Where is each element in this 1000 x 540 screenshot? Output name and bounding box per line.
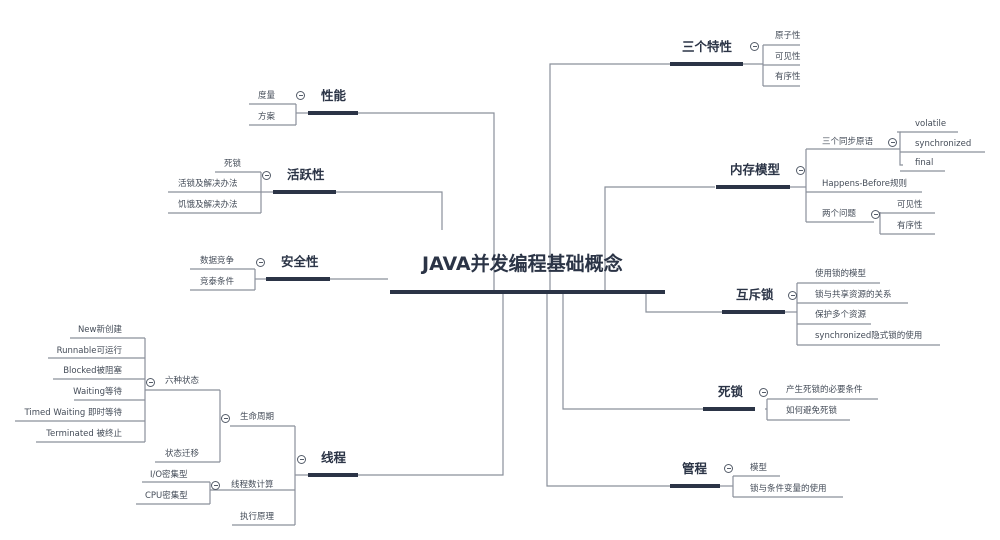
- leaf-item[interactable]: final: [915, 158, 934, 168]
- leaf-item[interactable]: 有序性: [897, 221, 923, 231]
- leaf-item[interactable]: 饥饿及解决办法: [178, 200, 238, 210]
- leaf-item[interactable]: volatile: [915, 119, 947, 129]
- leaf-item[interactable]: 度量: [258, 91, 276, 101]
- topic-features[interactable]: 三个特性: [682, 39, 733, 54]
- collapse-toggle-icon[interactable]: [297, 455, 306, 464]
- collapse-toggle-icon[interactable]: [724, 464, 733, 473]
- leaf-item[interactable]: 模型: [750, 463, 768, 473]
- collapse-toggle-icon[interactable]: [221, 414, 230, 423]
- leaf-item[interactable]: CPU密集型: [145, 491, 188, 501]
- leaf-item[interactable]: New新创建: [77, 325, 122, 335]
- subtopic-state-transition[interactable]: 状态迁移: [165, 449, 200, 459]
- leaf-item[interactable]: 产生死锁的必要条件: [786, 385, 863, 395]
- connector-memory: [604, 186, 715, 292]
- connector-monitor: [546, 292, 670, 487]
- leaf-item[interactable]: 数据竞争: [200, 256, 235, 266]
- leaf-item[interactable]: Terminated 被终止: [46, 429, 122, 439]
- topic-memory-model[interactable]: 内存模型: [730, 162, 781, 177]
- connector-mutex: [645, 292, 722, 313]
- leaf-item[interactable]: Timed Waiting 即时等待: [24, 408, 122, 418]
- subtopic-thread-count[interactable]: 线程数计算: [231, 480, 274, 490]
- subtopic-six-states[interactable]: 六种状态: [165, 376, 200, 386]
- leaf-item[interactable]: 锁与条件变量的使用: [750, 484, 827, 494]
- leaf-item[interactable]: I/O密集型: [150, 470, 188, 480]
- leaf-item[interactable]: 死锁: [224, 159, 242, 169]
- collapse-toggle-icon[interactable]: [759, 388, 768, 397]
- leaf-item[interactable]: Blocked被阻塞: [63, 366, 122, 376]
- leaf-item[interactable]: Waiting等待: [73, 387, 122, 397]
- collapse-toggle-icon[interactable]: [871, 210, 880, 219]
- subtopic-two-problems[interactable]: 两个问题: [822, 209, 857, 219]
- leaf-item[interactable]: synchronized: [915, 139, 972, 149]
- leaf-item[interactable]: 方案: [258, 112, 276, 122]
- collapse-toggle-icon[interactable]: [796, 166, 805, 175]
- root-topic[interactable]: JAVA并发编程基础概念: [422, 253, 623, 275]
- leaf-item[interactable]: 保护多个资源: [815, 310, 867, 320]
- topic-performance[interactable]: 性能: [321, 88, 347, 103]
- leaf-item[interactable]: 活锁及解决办法: [178, 179, 238, 189]
- collapse-toggle-icon[interactable]: [888, 138, 897, 147]
- leaf-item[interactable]: 锁与共享资源的关系: [815, 290, 892, 300]
- leaf-item[interactable]: 如何避免死锁: [786, 406, 838, 416]
- collapse-toggle-icon[interactable]: [788, 291, 797, 300]
- collapse-toggle-icon[interactable]: [750, 42, 759, 51]
- leaf-item[interactable]: 使用锁的模型: [815, 269, 867, 279]
- collapse-toggle-icon[interactable]: [211, 481, 220, 490]
- leaf-item[interactable]: Runnable可运行: [56, 346, 122, 356]
- subtopic-sync-primitives[interactable]: 三个同步原语: [822, 137, 874, 147]
- collapse-toggle-icon[interactable]: [262, 171, 271, 180]
- topic-thread[interactable]: 线程: [321, 450, 347, 465]
- connector-features: [549, 63, 670, 292]
- leaf-item[interactable]: 原子性: [775, 31, 801, 41]
- collapse-toggle-icon[interactable]: [146, 378, 155, 387]
- connector-liveness: [336, 191, 443, 230]
- subtopic-happens-before[interactable]: Happens-Before规则: [822, 179, 907, 189]
- topic-monitor[interactable]: 管程: [682, 461, 708, 476]
- leaf-item[interactable]: 可见性: [775, 52, 801, 62]
- topic-safety[interactable]: 安全性: [281, 254, 319, 269]
- collapse-toggle-icon[interactable]: [296, 91, 305, 100]
- subtopic-lifecycle[interactable]: 生命周期: [240, 412, 275, 422]
- connector-thread: [358, 292, 504, 476]
- connector-deadlock: [562, 292, 703, 410]
- topic-mutex[interactable]: 互斥锁: [736, 287, 774, 302]
- subtopic-execution-principle[interactable]: 执行原理: [240, 512, 275, 522]
- connector-performance: [358, 112, 495, 292]
- leaf-item[interactable]: 可见性: [897, 200, 923, 210]
- topic-deadlock[interactable]: 死锁: [718, 384, 744, 399]
- collapse-toggle-icon[interactable]: [256, 258, 265, 267]
- leaf-item[interactable]: 有序性: [775, 72, 801, 82]
- leaf-item[interactable]: synchronized隐式锁的使用: [815, 331, 923, 341]
- topic-liveness[interactable]: 活跃性: [287, 167, 325, 182]
- leaf-item[interactable]: 竞泰条件: [200, 277, 235, 287]
